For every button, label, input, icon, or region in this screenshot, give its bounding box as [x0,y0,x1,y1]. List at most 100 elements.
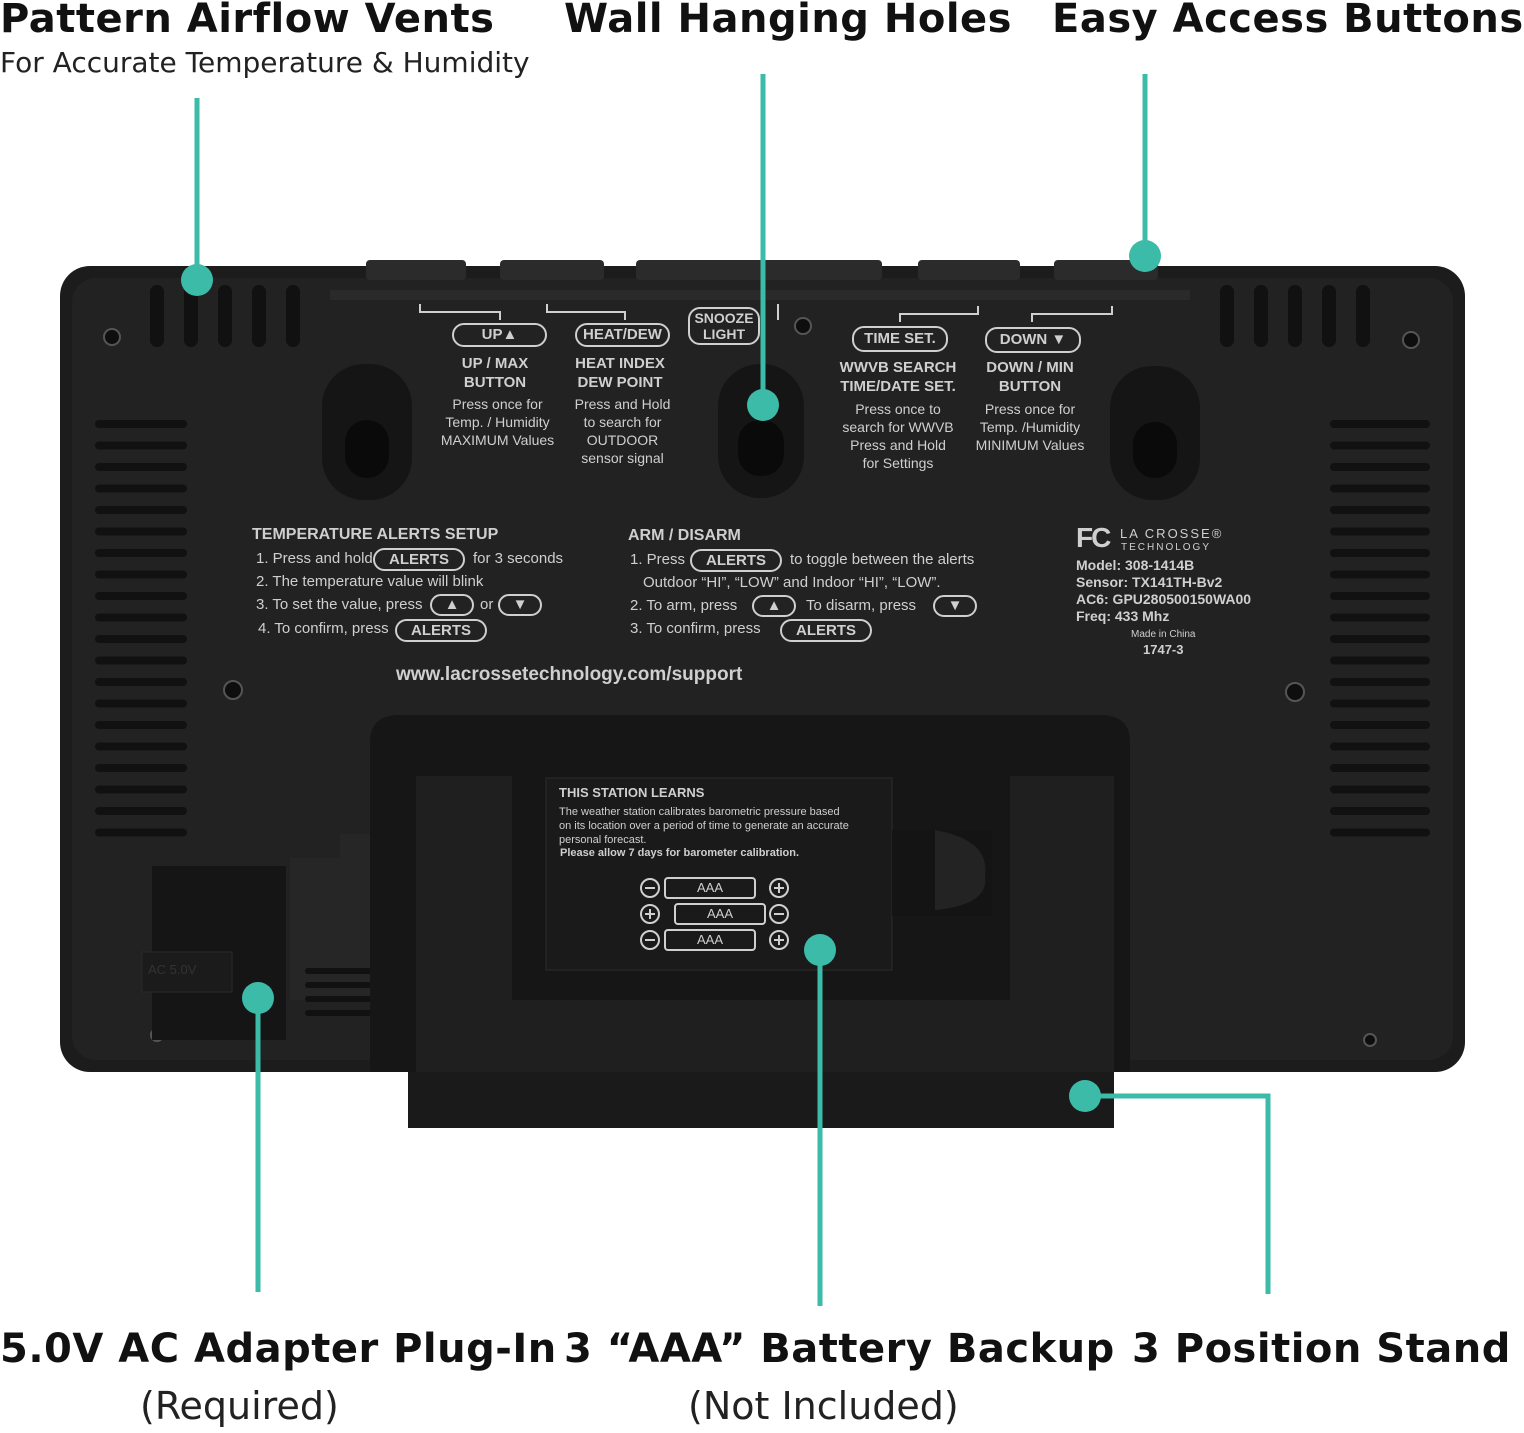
top-button-time[interactable] [918,260,1020,280]
vent-slot [1330,613,1430,622]
vent-slot [1330,463,1430,471]
vent-slot [1330,828,1430,837]
wall-hanging-holes [322,364,1200,500]
vents-callout-subtitle: For Accurate Temperature & Humidity [0,46,530,79]
battery-cover-text: The weather station calibrates barometri… [559,806,849,846]
alerts-step-4: 4. To confirm, press [258,620,389,637]
arm-step-1a: 1. Press [630,551,686,568]
adapter-callout-subtitle: (Required) [140,1384,339,1428]
vent-slot [95,807,187,815]
vent-slot [1330,785,1430,794]
heat-dew-key-label: HEAT/DEW [575,323,670,347]
arm-alerts-key-1: ALERTS [690,549,782,572]
top-button-heat[interactable] [500,260,604,280]
vent-slot [1330,699,1430,708]
alerts-up-key: ▲ [430,594,474,616]
arm-step-2b: To disarm, press [806,597,917,614]
vent-slot [95,570,187,579]
battery-cover-heading: THIS STATION LEARNS [559,785,705,800]
vent-slot [95,613,187,622]
alerts-step-1a: 1. Press and hold [256,550,373,567]
vent-slot [95,656,187,665]
vent-slot [1330,678,1430,686]
arm-down-key: ▼ [933,595,977,617]
top-right-vents [1220,285,1370,347]
alerts-down-key: ▼ [498,594,542,616]
vent-slot [95,549,187,557]
battery-callout-subtitle: (Not Included) [688,1384,959,1428]
vent-slot [95,764,187,772]
vent-slot [95,742,187,751]
battery-diagram [640,877,789,951]
buttons-callout-title: Easy Access Buttons [1052,0,1524,42]
callout-lines [194,74,1271,1306]
arm-alerts-key-2: ALERTS [780,619,872,642]
stand-frame [416,776,1114,1072]
right-side-vents [1330,420,1430,837]
vent-slot [95,484,187,493]
vent-slot [1330,742,1430,751]
vent-slot [1330,635,1430,643]
down-key-label: DOWN ▼ [985,327,1081,353]
holes-callout-title: Wall Hanging Holes [564,0,1012,42]
vent-slot [95,699,187,708]
battery-cover[interactable] [545,777,893,971]
top-left-vents [150,285,300,347]
vent-slot [95,420,187,428]
ac-port-label-area [141,951,233,993]
vent-slot [95,506,187,514]
battery-callout-title: 3 “AAA” Battery Backup [564,1326,1115,1372]
vent-slot [1330,441,1430,450]
vent-slot [1330,592,1430,600]
vent-slot [1330,549,1430,557]
time-set-key-label: TIME SET. [852,326,948,352]
alerts-step-3a: 3. To set the value, press [256,596,423,613]
alerts-step-2: 2. The temperature value will blink [256,573,484,590]
top-button-up[interactable] [366,260,466,280]
vent-slot [95,592,187,600]
alerts-setup-heading: TEMPERATURE ALERTS SETUP [252,526,499,543]
ac-model: AC6: GPU280500150WA00 [1076,591,1252,607]
vent-slot [1330,656,1430,665]
arm-step-1c: Outdoor “HI”, “LOW” and Indoor “HI”, “LO… [643,574,941,591]
vent-slot [1330,527,1430,536]
arm-step-3: 3. To confirm, press [630,620,761,637]
battery-cell-2: AAA [706,906,733,921]
stand-callout-title: 3 Position Stand [1132,1326,1511,1372]
vent-slot [95,678,187,686]
alerts-step-3b: or [480,596,494,613]
ac-port-label: AC 5.0V [148,962,197,977]
vent-slot [1330,807,1430,815]
vent-slot [1330,764,1430,772]
vent-slot [95,828,187,837]
vent-slot [95,441,187,450]
battery-cell-1: AAA [696,880,723,895]
vent-slot [95,635,187,643]
top-button-snooze[interactable] [636,260,882,280]
model-number: Model: 308-1414B [1076,557,1195,573]
alerts-step-1b: for 3 seconds [473,550,564,567]
arm-step-2a: 2. To arm, press [630,597,738,614]
vent-slot [95,785,187,794]
vents-callout-title: Pattern Airflow Vents [0,0,495,42]
left-side-vents [95,420,187,837]
battery-cover-note: Please allow 7 days for barometer calibr… [560,847,800,859]
alerts-key-1: ALERTS [373,548,465,571]
stand-foot[interactable] [408,1072,1114,1128]
alerts-key-2: ALERTS [395,619,487,642]
arm-step-1b: to toggle between the alerts [790,551,975,568]
up-key-label: UP▲ [452,323,547,347]
button-arrows [419,304,1113,322]
arm-heading: ARM / DISARM [628,527,741,544]
vent-slot [95,527,187,536]
sensor-model: Sensor: TX141TH-Bv2 [1076,574,1223,590]
frequency: Freq: 433 Mhz [1076,608,1170,624]
